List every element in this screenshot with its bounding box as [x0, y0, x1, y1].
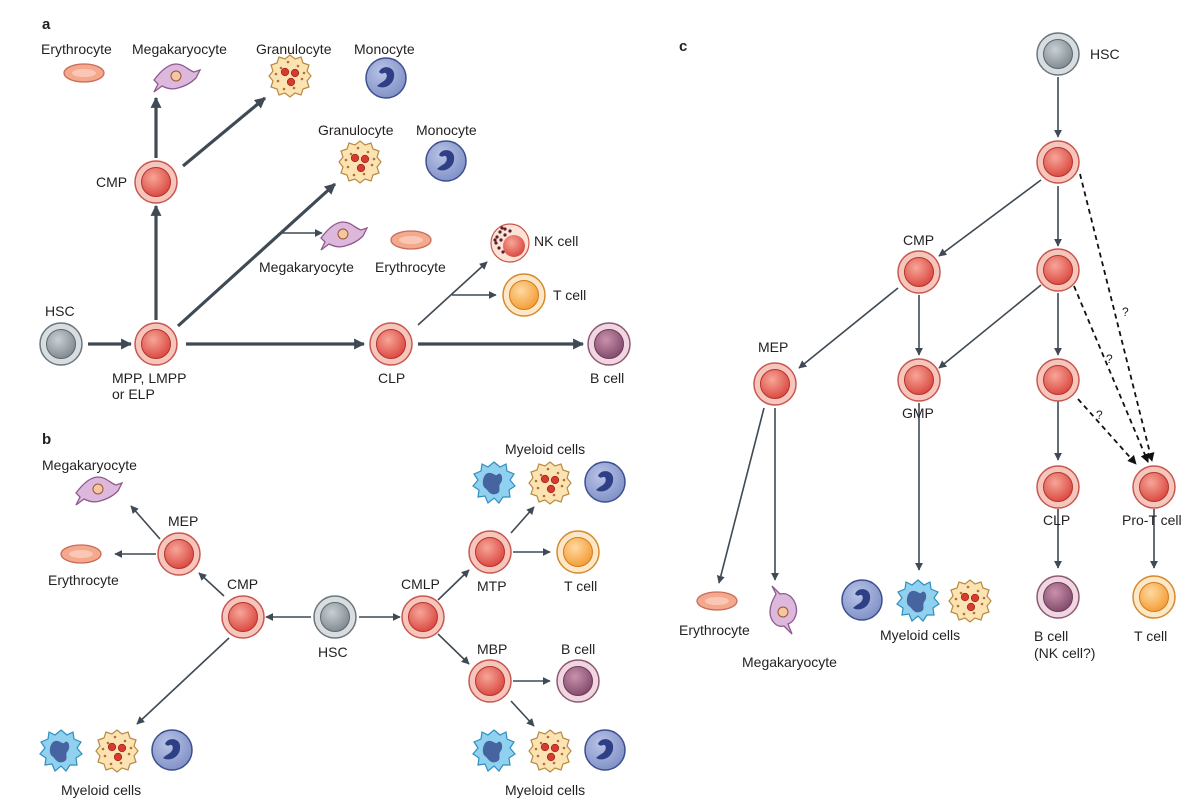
panel-c-megakaryocyte-label: Megakaryocyte — [742, 654, 837, 670]
panel-a-nk-cell — [490, 223, 530, 263]
panel-b-mtp-cell — [468, 530, 512, 574]
panel-b-cmlp-label: CMLP — [401, 576, 440, 592]
panel-b-myeloid-left-group — [39, 729, 193, 773]
panel-b-arrows — [114, 505, 551, 727]
panel-a-top-monocyte-label: Monocyte — [354, 41, 415, 57]
panel-a-top-granulocyte-label: Granulocyte — [256, 41, 332, 57]
panel-b-cmp-cell — [221, 595, 265, 639]
panel-b-cmp-label: CMP — [227, 576, 258, 592]
panel-a-clp-label: CLP — [378, 370, 405, 386]
panel-c-hsc-cell — [1036, 32, 1080, 76]
panel-c-elp-cell — [1036, 358, 1080, 402]
panel-c-erythrocyte-label: Erythrocyte — [679, 622, 750, 638]
panel-a-cmp-label: CMP — [96, 174, 127, 190]
panel-b-myeloid-right-group — [472, 729, 626, 773]
panel-c-hsc-label: HSC — [1090, 46, 1120, 62]
panel-c-question-2: ? — [1106, 352, 1113, 366]
panel-a-hsc-label: HSC — [45, 303, 75, 319]
panel-a-top-erythrocyte-cell — [63, 63, 105, 83]
panel-a-letter: a — [42, 16, 51, 33]
panel-a-mid-erythrocyte-cell — [390, 230, 432, 250]
panel-c-prot-cell — [1132, 465, 1176, 509]
panel-b-myeloid-right-label: Myeloid cells — [505, 782, 585, 798]
panel-a: a Erythrocyte Megak — [39, 16, 631, 402]
panel-c-b-label-line2: (NK cell?) — [1034, 645, 1095, 661]
panel-a-mpp-label-line1: MPP, LMPP — [112, 370, 186, 386]
panel-b-myeloid-top-label: Myeloid cells — [505, 441, 585, 457]
panel-b-t-cell — [556, 530, 600, 574]
panel-a-top-erythrocyte-label: Erythrocyte — [41, 41, 112, 57]
panel-b-t-label: T cell — [564, 578, 597, 594]
panel-b-erythrocyte-label: Erythrocyte — [48, 572, 119, 588]
panel-c-letter: c — [679, 38, 687, 55]
panel-b-mep-label: MEP — [168, 513, 198, 529]
panel-a-t-cell — [502, 273, 546, 317]
panel-a-mid-erythrocyte-label: Erythrocyte — [375, 259, 446, 275]
panel-a-mid-monocyte-cell — [425, 140, 467, 182]
panel-c-myeloid-group — [841, 579, 992, 623]
panel-b-myeloid-top-group — [472, 461, 626, 505]
panel-b-erythrocyte-cell — [60, 544, 102, 564]
panel-a-clp-cell — [369, 322, 413, 366]
panel-a-arrows — [88, 96, 585, 350]
panel-c-question-3: ? — [1096, 408, 1103, 422]
panel-a-mpp-cell — [134, 322, 178, 366]
panel-b-b-cell — [556, 659, 600, 703]
panel-b-hsc-cell — [313, 595, 357, 639]
panel-a-top-megakaryocyte-cell — [153, 63, 201, 93]
panel-b-megakaryocyte-cell — [75, 476, 123, 506]
panel-b-mbp-label: MBP — [477, 641, 507, 657]
panel-c-megakaryocyte-cell — [769, 585, 798, 635]
panel-a-mpp-label-line2: or ELP — [112, 386, 155, 402]
panel-c-mep-label: MEP — [758, 339, 788, 355]
panel-a-top-granulocyte-cell — [268, 54, 312, 98]
panel-b-b-label: B cell — [561, 641, 595, 657]
panel-a-top-monocyte-cell — [365, 57, 407, 99]
panel-a-hsc-cell — [39, 322, 83, 366]
panel-c-cmp-cell — [897, 250, 941, 294]
panel-a-t-label: T cell — [553, 287, 586, 303]
panel-b: b — [39, 431, 626, 798]
panel-c-dashed-arrows — [1073, 173, 1155, 465]
panel-b-myeloid-left-label: Myeloid cells — [61, 782, 141, 798]
panel-a-b-cell — [587, 322, 631, 366]
panel-b-letter: b — [42, 431, 51, 448]
panel-c-gmp-cell — [897, 358, 941, 402]
panel-b-hsc-label: HSC — [318, 644, 348, 660]
panel-c-lmpp-cell — [1036, 248, 1080, 292]
panel-c-mep-cell — [753, 362, 797, 406]
panel-b-cmlp-cell — [401, 595, 445, 639]
panel-a-top-megakaryocyte-label: Megakaryocyte — [132, 41, 227, 57]
panel-c-question-1: ? — [1122, 305, 1129, 319]
panel-c-myeloid-label: Myeloid cells — [880, 627, 960, 643]
panel-a-cmp-cell — [134, 160, 178, 204]
panel-b-mbp-cell — [468, 659, 512, 703]
panel-a-nk-label: NK cell — [534, 233, 578, 249]
panel-c-t-label: T cell — [1134, 628, 1167, 644]
panel-a-mid-granulocyte-cell — [338, 140, 382, 184]
panel-c-gmp-label: GMP — [902, 405, 934, 421]
panel-a-mid-granulocyte-label: Granulocyte — [318, 122, 394, 138]
panel-b-mep-cell — [157, 532, 201, 576]
panel-c-arrows — [716, 77, 1158, 584]
panel-c-erythrocyte-cell — [696, 591, 738, 611]
panel-c-b-cell — [1036, 575, 1080, 619]
panel-b-mtp-label: MTP — [477, 578, 507, 594]
panel-c-cmp-label: CMP — [903, 232, 934, 248]
panel-b-megakaryocyte-label: Megakaryocyte — [42, 457, 137, 473]
panel-c: c — [679, 32, 1182, 670]
panel-c-clp-cell — [1036, 465, 1080, 509]
panel-a-mid-monocyte-label: Monocyte — [416, 122, 477, 138]
panel-a-b-label: B cell — [590, 370, 624, 386]
panel-a-mid-megakaryocyte-label: Megakaryocyte — [259, 259, 354, 275]
panel-c-mpp-cell — [1036, 140, 1080, 184]
panel-c-t-cell — [1132, 575, 1176, 619]
panel-c-clp-label: CLP — [1043, 512, 1070, 528]
panel-a-mid-megakaryocyte-cell — [320, 221, 368, 251]
panel-c-prot-label: Pro-T cell — [1122, 512, 1182, 528]
panel-c-b-label-line1: B cell — [1034, 628, 1068, 644]
